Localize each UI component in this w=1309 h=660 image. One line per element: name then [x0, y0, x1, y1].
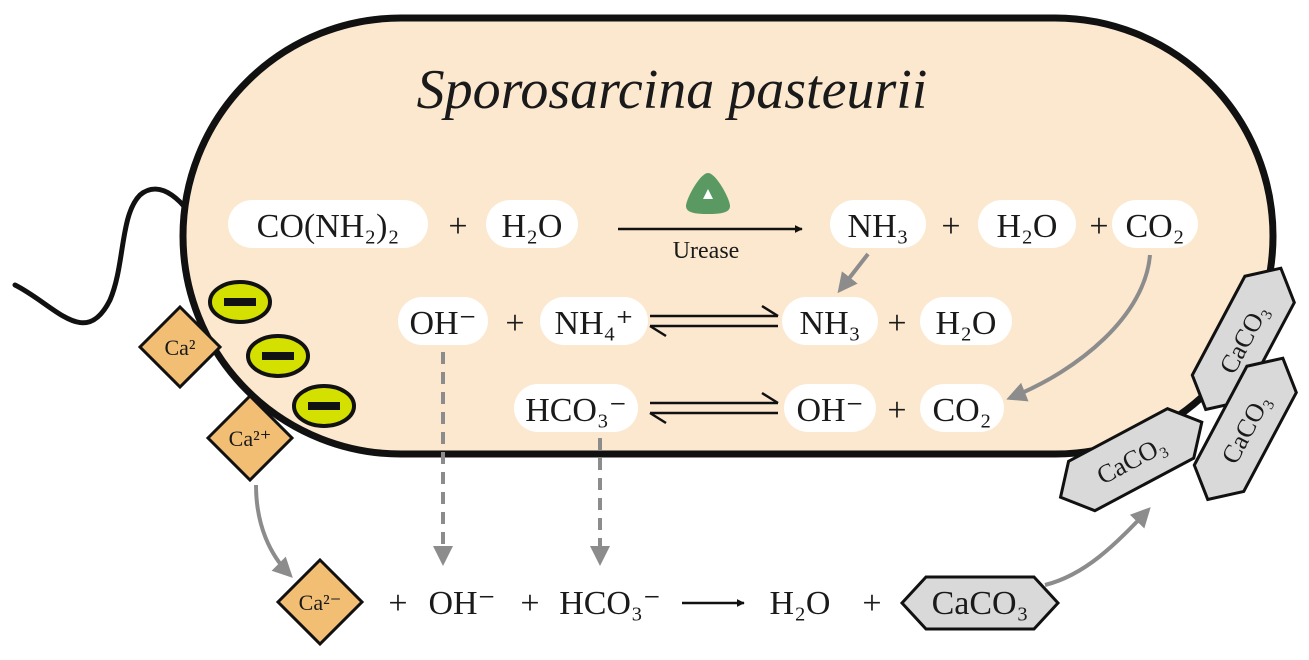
organism-title: Sporosarcina pasteurii: [417, 59, 928, 121]
carbon-dioxide-formula: CO₂: [1125, 208, 1184, 245]
plus-sign: +: [862, 585, 881, 622]
calcium-transfer-arrow: [254, 484, 293, 578]
water-formula: H₂O: [936, 305, 997, 342]
equilibrium-arrow: [649, 304, 779, 338]
crystal-deposition-arrow: [1044, 507, 1151, 587]
carbon-dioxide-formula: CO₂: [932, 392, 991, 429]
urea-formula: CO(NH₂)₂: [257, 208, 400, 245]
water-formula: H₂O: [997, 208, 1058, 245]
flagellum-icon: [12, 186, 203, 326]
negative-charge-icon: [246, 334, 310, 378]
ammonia-transfer-arrow: [837, 252, 870, 294]
enzyme-label: Urease: [673, 238, 740, 264]
plus-sign: +: [520, 585, 539, 622]
svg-text:Ca²: Ca²: [164, 335, 195, 360]
bicarbonate-formula: HCO₃⁻: [559, 585, 661, 622]
plus-sign: +: [887, 392, 906, 429]
negative-charge-icon: [292, 384, 356, 428]
hydroxide-formula: OH⁻: [796, 392, 863, 429]
svg-text:CaCO₃: CaCO₃: [932, 585, 1029, 622]
negative-charge-icon: [208, 280, 272, 324]
calcium-carbonate-crystal: CaCO₃: [899, 575, 1061, 631]
bicarbonate-formula: HCO₃⁻: [525, 392, 627, 429]
hydroxide-formula: OH⁻: [428, 585, 495, 622]
calcium-ion: Ca²⁻: [275, 557, 365, 647]
plus-sign: +: [448, 208, 467, 245]
ammonia-formula: NH₃: [848, 208, 909, 245]
calcium-ion: Ca²⁺: [205, 393, 295, 483]
water-formula: H₂O: [770, 585, 831, 622]
urease-enzyme-icon: [686, 173, 730, 214]
ammonium-formula: NH₄⁺: [555, 305, 634, 342]
co2-transfer-arrow: [1006, 254, 1152, 402]
ammonia-formula: NH₃: [800, 305, 861, 342]
water-formula: H₂O: [502, 208, 563, 245]
equilibrium-arrow: [649, 391, 779, 425]
plus-sign: +: [941, 208, 960, 245]
calcium-ion: Ca²: [137, 304, 223, 390]
plus-sign: +: [388, 585, 407, 622]
svg-text:Ca²⁺: Ca²⁺: [229, 426, 272, 451]
svg-text:Ca²⁻: Ca²⁻: [299, 590, 342, 615]
plus-sign: +: [1089, 208, 1108, 245]
hydroxide-formula: OH⁻: [409, 305, 476, 342]
plus-sign: +: [505, 305, 524, 342]
plus-sign: +: [887, 305, 906, 342]
